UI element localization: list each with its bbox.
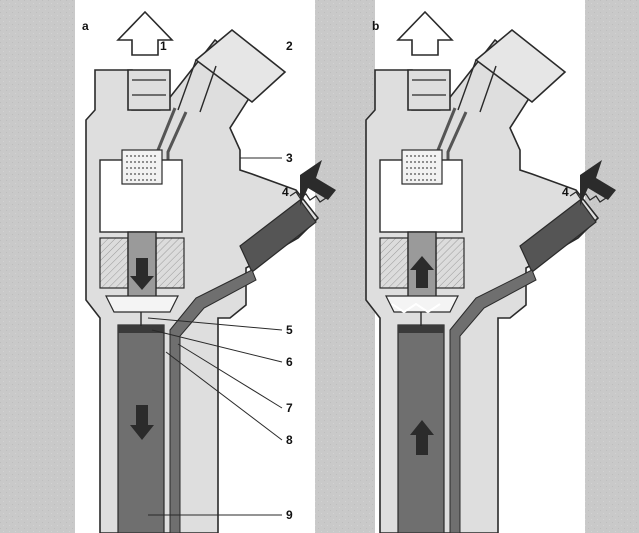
panel-b [364, 10, 616, 533]
callout-1: 1 [160, 39, 167, 53]
callout-3: 3 [286, 151, 293, 165]
callout-7: 7 [286, 401, 293, 415]
callout-8: 8 [286, 433, 293, 447]
hollow-up-arrow-icon [116, 10, 174, 56]
callout-4-right: 4 [562, 185, 569, 199]
inlet-arrow-icon [300, 160, 336, 206]
hollow-up-arrow-icon [396, 10, 454, 56]
callout-6: 6 [286, 355, 293, 369]
callout-5: 5 [286, 323, 293, 337]
callout-4: 4 [282, 185, 289, 199]
inlet-arrow-icon [580, 160, 616, 206]
callout-9: 9 [286, 508, 293, 522]
panel-a [84, 10, 336, 533]
callout-2: 2 [286, 39, 293, 53]
up-arrow-icon [410, 256, 434, 288]
panel-letter-a: a [82, 19, 89, 33]
scan-margin-middle [315, 0, 375, 533]
label-layer: a b 1 2 3 4 5 6 7 8 9 4 [82, 19, 569, 522]
scan-margin-right [585, 0, 639, 533]
scan-margin-left [0, 0, 75, 533]
up-arrow-icon [410, 420, 434, 455]
down-arrow-icon [130, 405, 154, 440]
panel-letter-b: b [372, 19, 379, 33]
down-arrow-icon [130, 258, 154, 290]
